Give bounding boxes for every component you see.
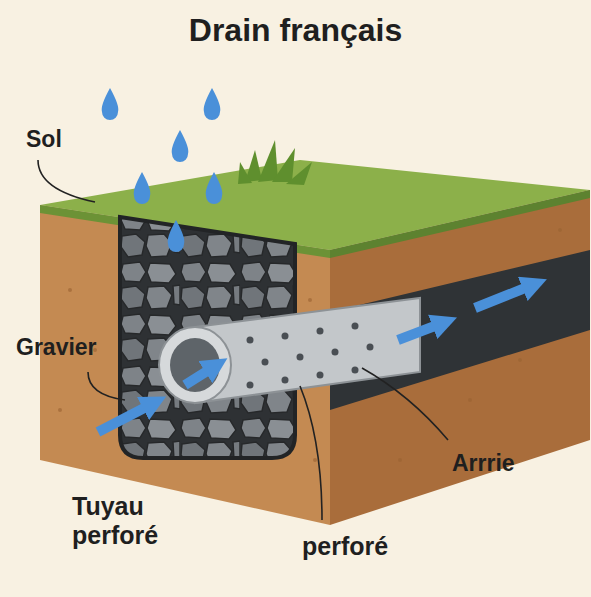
pipe-perforations [247,323,374,389]
pipe-end [159,327,231,403]
pipe-opening [170,338,220,392]
part-label: Arrrie [452,450,572,476]
part-label: Tuyau perforé [72,492,182,550]
leader-lines [38,160,448,520]
part-label: Gravier [16,334,126,360]
part-label: perforé [302,532,432,561]
grass-edge [330,190,590,258]
part-label: Sol [26,126,106,152]
raindrops [102,88,223,252]
diagram-title: Drain français [0,12,591,49]
grass-tuft [238,140,312,185]
water-flow-arrows [98,286,530,432]
